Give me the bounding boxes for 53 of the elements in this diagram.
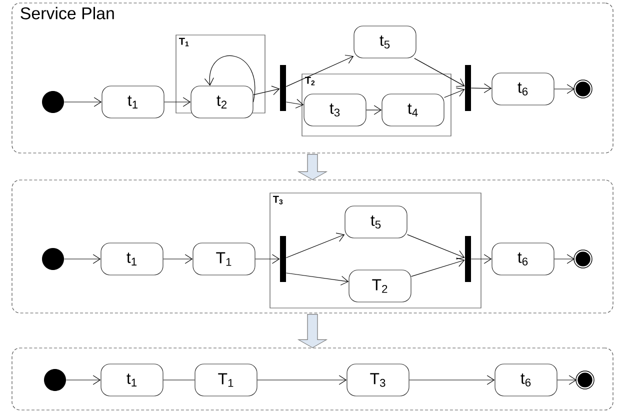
arrow: [286, 272, 349, 286]
arrow: [554, 84, 575, 94]
arrow: [286, 232, 345, 258]
arrow: [253, 86, 280, 96]
task-box: t$_{6}$: [492, 72, 554, 106]
arrow: [257, 375, 347, 385]
end-circle: [574, 80, 592, 98]
sync-bar: [465, 65, 471, 111]
arrow: [407, 234, 465, 260]
start-circle: [42, 91, 64, 113]
arrow: [409, 375, 495, 385]
plan-panel: [12, 180, 614, 314]
block-arrow: [297, 154, 328, 180]
task-box: t$_{6}$: [492, 242, 554, 276]
task-box: t$_{6}$: [494, 364, 558, 396]
arrow: [366, 105, 382, 115]
task-box: T$_{2}$: [348, 270, 412, 302]
arrow: [204, 56, 256, 102]
arrow: [286, 54, 354, 87]
arrow: [411, 258, 465, 277]
arrow: [414, 58, 465, 87]
arrow: [66, 375, 101, 385]
arrow: [255, 254, 280, 264]
task-box: t$_{3}$: [304, 94, 366, 126]
plan-panel: [12, 348, 614, 410]
sync-bar: [465, 236, 471, 282]
task-box: t$_{5}$: [354, 26, 416, 58]
task-box: T$_{3}$: [346, 364, 410, 396]
task-box: T$_{1}$: [192, 242, 256, 276]
arrow: [286, 98, 304, 108]
arrow: [64, 254, 101, 264]
task-box: t$_{5}$: [344, 206, 408, 238]
task-box: t$_{1}$: [102, 86, 164, 118]
task-box: T$_{1}$: [194, 364, 258, 396]
end-circle: [576, 370, 594, 390]
sync-bar: [280, 65, 286, 111]
task-box: t$_{4}$: [382, 94, 444, 126]
arrow: [444, 88, 465, 98]
arrow: [64, 97, 102, 107]
task-box: t$_{2}$: [190, 86, 254, 118]
sync-bar: [280, 236, 286, 282]
start-circle: [44, 369, 66, 391]
arrow: [163, 254, 193, 264]
start-circle: [42, 248, 64, 270]
arrow: [557, 375, 577, 385]
arrow: [554, 254, 575, 264]
task-box: t$_{1}$: [100, 242, 164, 276]
end-circle: [574, 250, 592, 268]
task-box: t$_{1}$: [100, 364, 164, 396]
arrow: [470, 84, 492, 94]
arrow: [470, 254, 492, 264]
block-arrow: [297, 314, 328, 348]
arrow: [164, 97, 191, 107]
